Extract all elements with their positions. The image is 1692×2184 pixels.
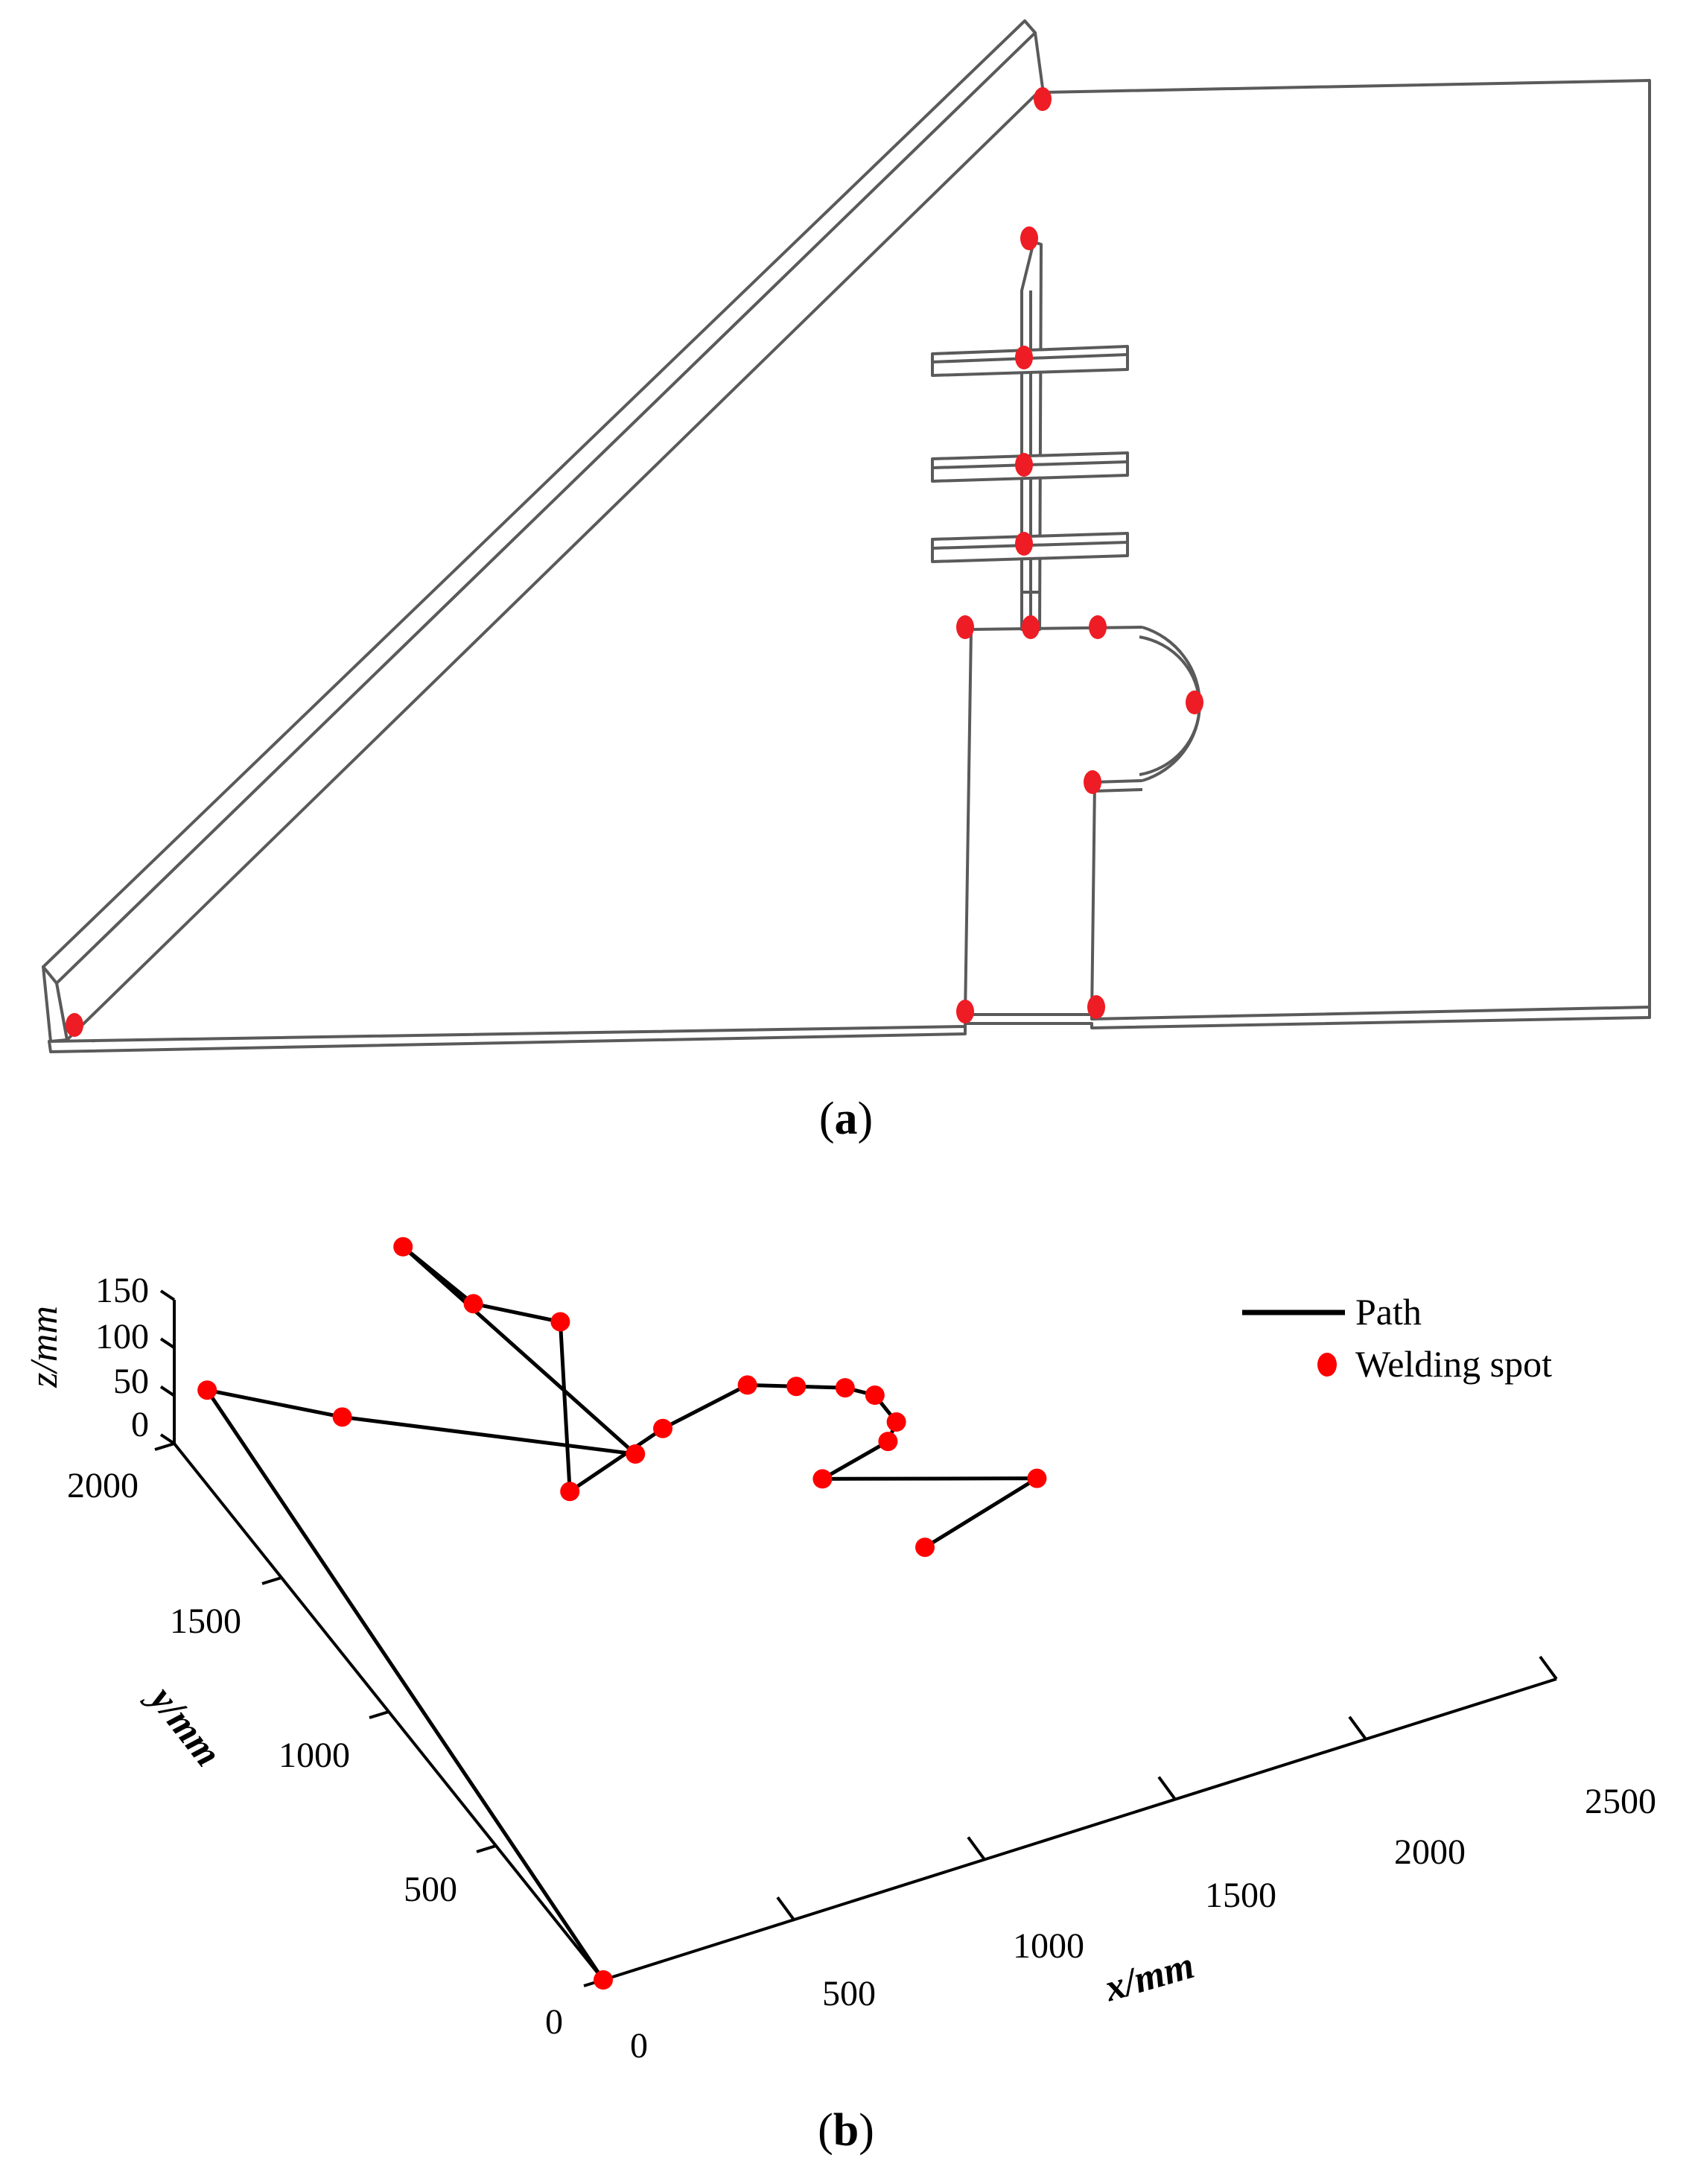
welding-spot: [560, 1482, 580, 1502]
welding-spot: [197, 1380, 217, 1400]
x-tick: [1348, 1715, 1367, 1740]
y-tick: [261, 1576, 282, 1585]
x-tick: [1157, 1776, 1177, 1800]
welding-spot: [878, 1432, 898, 1452]
cutout-left-edge: [964, 626, 1143, 1017]
welding-spot-a: [1034, 87, 1052, 111]
welding-spot-a: [956, 1000, 974, 1023]
panel-a: (a): [42, 19, 1651, 1144]
welding-spot: [626, 1444, 646, 1464]
welding-spot: [865, 1385, 885, 1405]
plot-area: [197, 1237, 1047, 1990]
welding-spot-a: [1015, 453, 1033, 477]
welding-spot: [332, 1407, 352, 1427]
base-plate-edge: [1042, 79, 1651, 1012]
series-path: [205, 1245, 1039, 1981]
bottom-flange: [48, 1006, 1651, 1053]
welding-spot-a: [1089, 615, 1107, 639]
y-tick-label: 0: [545, 2002, 563, 2042]
caption-a: (a): [819, 1093, 873, 1144]
y-tick-label: 1500: [170, 1602, 241, 1641]
y-tick-label: 500: [404, 1870, 457, 1909]
welding-spot-a: [1087, 995, 1105, 1019]
z-tick: [159, 1385, 176, 1397]
z-tick: [159, 1289, 176, 1301]
x-tick-label: 1500: [1205, 1876, 1276, 1915]
welding-spot: [886, 1412, 906, 1432]
welding-spot-a: [1186, 691, 1203, 714]
x-axis-line: [602, 1677, 1557, 1981]
legend-spot-label: Welding spot: [1355, 1343, 1552, 1385]
x-tick: [1539, 1655, 1558, 1680]
welding-spot-a: [1015, 346, 1033, 369]
welding-spot: [786, 1377, 807, 1397]
x-tick-label: 2500: [1585, 1782, 1656, 1821]
z-tick-label: 50: [113, 1362, 149, 1401]
welding-spot: [393, 1237, 413, 1257]
welding-spot: [653, 1418, 672, 1438]
cutout-lip: [1094, 788, 1143, 793]
axis-ticks: [154, 1289, 1558, 1987]
welding-spot-a: [1084, 770, 1101, 794]
welding-spot-a: [956, 615, 974, 639]
x-tick-label: 2000: [1394, 1832, 1466, 1872]
x-tick-label: 500: [822, 1974, 876, 2013]
legend-path-label: Path: [1355, 1291, 1422, 1333]
welding-spot: [835, 1378, 855, 1398]
y-tick: [154, 1442, 175, 1451]
z-tick-label: 100: [95, 1317, 149, 1356]
z-tick-label: 0: [131, 1405, 149, 1444]
caption-a-letter: a: [835, 1093, 858, 1144]
z-axis-label: z/mm: [23, 1306, 66, 1388]
welding-spot: [550, 1312, 570, 1332]
welding-spot: [915, 1537, 935, 1558]
sloped-stiffener: [42, 19, 1044, 1043]
welding-spot-a: [66, 1013, 83, 1037]
x-tick: [776, 1896, 795, 1921]
y-tick-label: 2000: [67, 1466, 139, 1505]
vertical-rib: [1020, 241, 1043, 631]
stiffener-side-face: [55, 31, 1044, 1041]
caption-b-letter: b: [833, 2105, 859, 2156]
axes: [154, 1289, 1558, 1987]
stiffener-top-face: [42, 19, 1037, 985]
welding-spot: [463, 1294, 483, 1314]
panel-b: 150 100 50 0 z/mm 2000 1500 1000 500 0 y…: [23, 1237, 1656, 2156]
y-axis-label: y/mm: [139, 1675, 229, 1774]
welding-spot-a: [1022, 615, 1040, 639]
legend-spot-swatch: [1317, 1353, 1337, 1377]
y-tick: [369, 1710, 389, 1719]
z-tick-labels: 150 100 50 0: [95, 1271, 149, 1444]
welding-spot: [737, 1375, 757, 1395]
welding-spot: [1027, 1468, 1047, 1488]
bottom-flange-strip: [48, 1006, 1651, 1053]
caption-b: (b): [818, 2105, 874, 2156]
z-tick: [159, 1433, 176, 1445]
z-tick: [159, 1337, 176, 1349]
legend: Path Welding spot: [1242, 1291, 1552, 1385]
y-tick-label: 1000: [279, 1736, 350, 1775]
cutout-right-edge: [1090, 779, 1143, 1017]
y-tick-labels: 2000 1500 1000 500 0: [67, 1466, 563, 2042]
welding-spot: [812, 1469, 833, 1489]
x-tick-label: 0: [630, 2026, 648, 2066]
x-axis-label: x/mm: [1099, 1944, 1198, 2010]
welding-spot: [594, 1970, 613, 1990]
x-tick: [967, 1836, 986, 1861]
welding-spot-a: [1015, 532, 1033, 556]
x-tick-label: 1000: [1013, 1926, 1084, 1966]
cutout-outline: [964, 626, 1201, 1017]
x-tick-labels: 0 500 1000 1500 2000 2500: [630, 1782, 1656, 2066]
panel-a-welding-spots: [66, 87, 1203, 1037]
z-tick-label: 150: [95, 1271, 149, 1310]
y-tick: [476, 1844, 497, 1853]
welding-spot-a: [1020, 226, 1038, 250]
